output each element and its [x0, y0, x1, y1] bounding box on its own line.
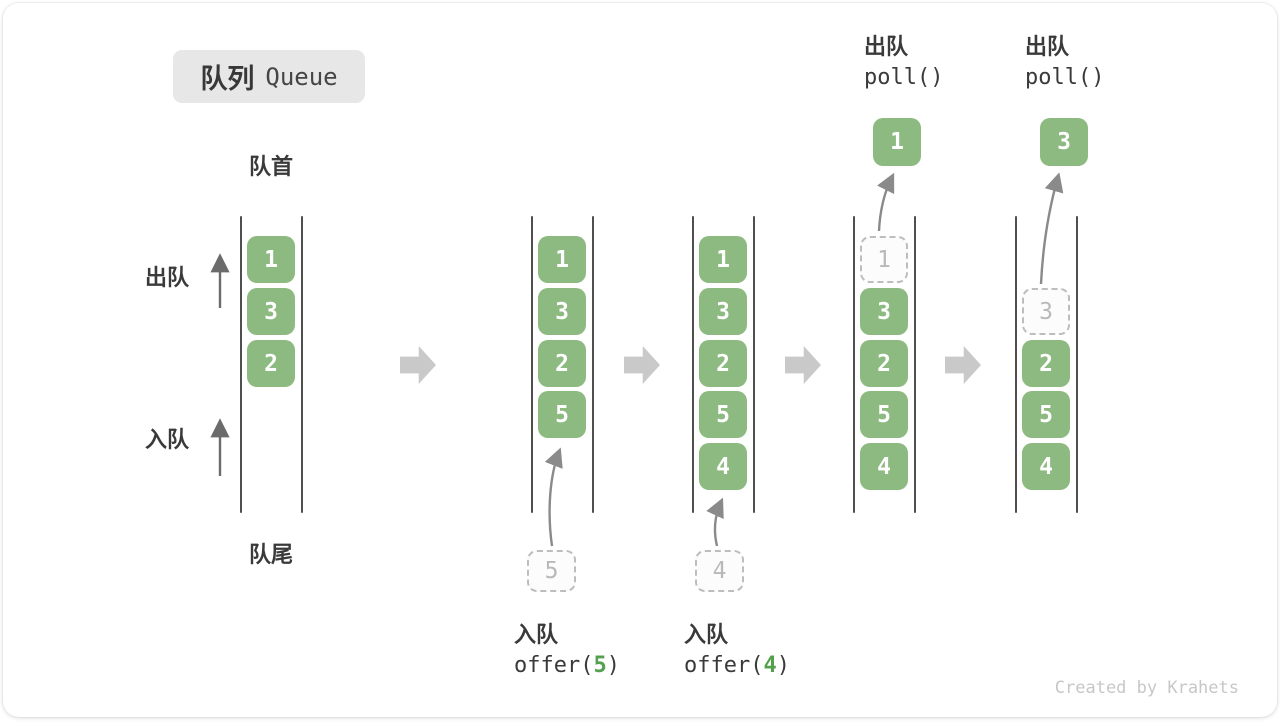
removed-element-ghost: 1 — [860, 236, 908, 283]
queue-element: 3 — [247, 288, 295, 335]
queue-element: 5 — [699, 391, 747, 438]
next-step-arrow-icon — [400, 346, 436, 384]
queue-wall — [853, 216, 855, 513]
queue-wall — [914, 216, 916, 513]
enqueue-curved-arrow-icon — [706, 497, 724, 547]
operation-label: 入队 offer(5) — [514, 624, 620, 677]
queue-wall — [1076, 216, 1078, 513]
queue-wall — [531, 216, 533, 513]
queue-element: 4 — [1022, 443, 1070, 490]
popped-element: 3 — [1040, 118, 1088, 166]
dequeue-op-label: 出队 — [1025, 34, 1070, 59]
queue-element: 4 — [699, 443, 747, 490]
queue-rear-label: 队尾 — [248, 542, 293, 567]
queue-element: 1 — [247, 236, 295, 283]
next-step-arrow-icon — [785, 346, 821, 384]
queue-wall — [592, 216, 594, 513]
queue-wall — [240, 216, 242, 513]
operation-label: 入队 offer(4) — [684, 624, 790, 677]
operation-label: 出队 poll() — [1025, 36, 1104, 89]
title-zh: 队列 — [200, 64, 255, 94]
title-box: 队列 Queue — [173, 50, 365, 103]
next-step-arrow-icon — [624, 346, 660, 384]
queue-element: 2 — [860, 340, 908, 387]
queue-element: 5 — [538, 391, 586, 438]
queue-element: 2 — [699, 340, 747, 387]
enqueue-op-code: offer(5) — [514, 653, 620, 678]
queue-element: 5 — [860, 391, 908, 438]
queue-element: 5 — [1022, 391, 1070, 438]
queue-element: 3 — [699, 288, 747, 335]
watermark: Created by Krahets — [1054, 678, 1239, 698]
staging-element: 4 — [695, 550, 744, 592]
queue-element: 1 — [538, 236, 586, 283]
staging-element: 5 — [527, 550, 576, 592]
queue-element: 4 — [860, 443, 908, 490]
queue-wall — [692, 216, 694, 513]
queue-element: 2 — [538, 340, 586, 387]
operation-label: 出队 poll() — [864, 36, 943, 89]
queue-front-label: 队首 — [248, 154, 293, 179]
diagram-card: 队列 Queue 队首 队尾 出队 入队 1 3 2 1 3 — [3, 3, 1277, 717]
enqueue-side-label: 入队 — [145, 427, 190, 452]
enqueue-curved-arrow-icon — [544, 447, 563, 547]
queue-element: 3 — [860, 288, 908, 335]
dequeue-op-label: 出队 — [864, 34, 909, 59]
removed-element-ghost: 3 — [1022, 288, 1070, 335]
queue-element: 3 — [538, 288, 586, 335]
enqueue-op-code: offer(4) — [684, 653, 790, 678]
enqueue-op-label: 入队 — [514, 622, 559, 647]
dequeue-side-label: 出队 — [145, 265, 190, 290]
dequeue-op-code: poll() — [864, 65, 944, 90]
enqueue-op-label: 入队 — [684, 622, 729, 647]
queue-wall — [301, 216, 303, 513]
popped-element: 1 — [873, 118, 921, 166]
queue-wall — [1015, 216, 1017, 513]
queue-element: 2 — [1022, 340, 1070, 387]
title-en: Queue — [265, 62, 338, 91]
queue-element: 2 — [247, 340, 295, 387]
queue-element: 1 — [699, 236, 747, 283]
next-step-arrow-icon — [945, 346, 981, 384]
queue-wall — [753, 216, 755, 513]
dequeue-curved-arrow-icon — [876, 172, 895, 232]
dequeue-op-code: poll() — [1025, 65, 1105, 90]
dequeue-curved-arrow-icon — [1039, 172, 1064, 285]
